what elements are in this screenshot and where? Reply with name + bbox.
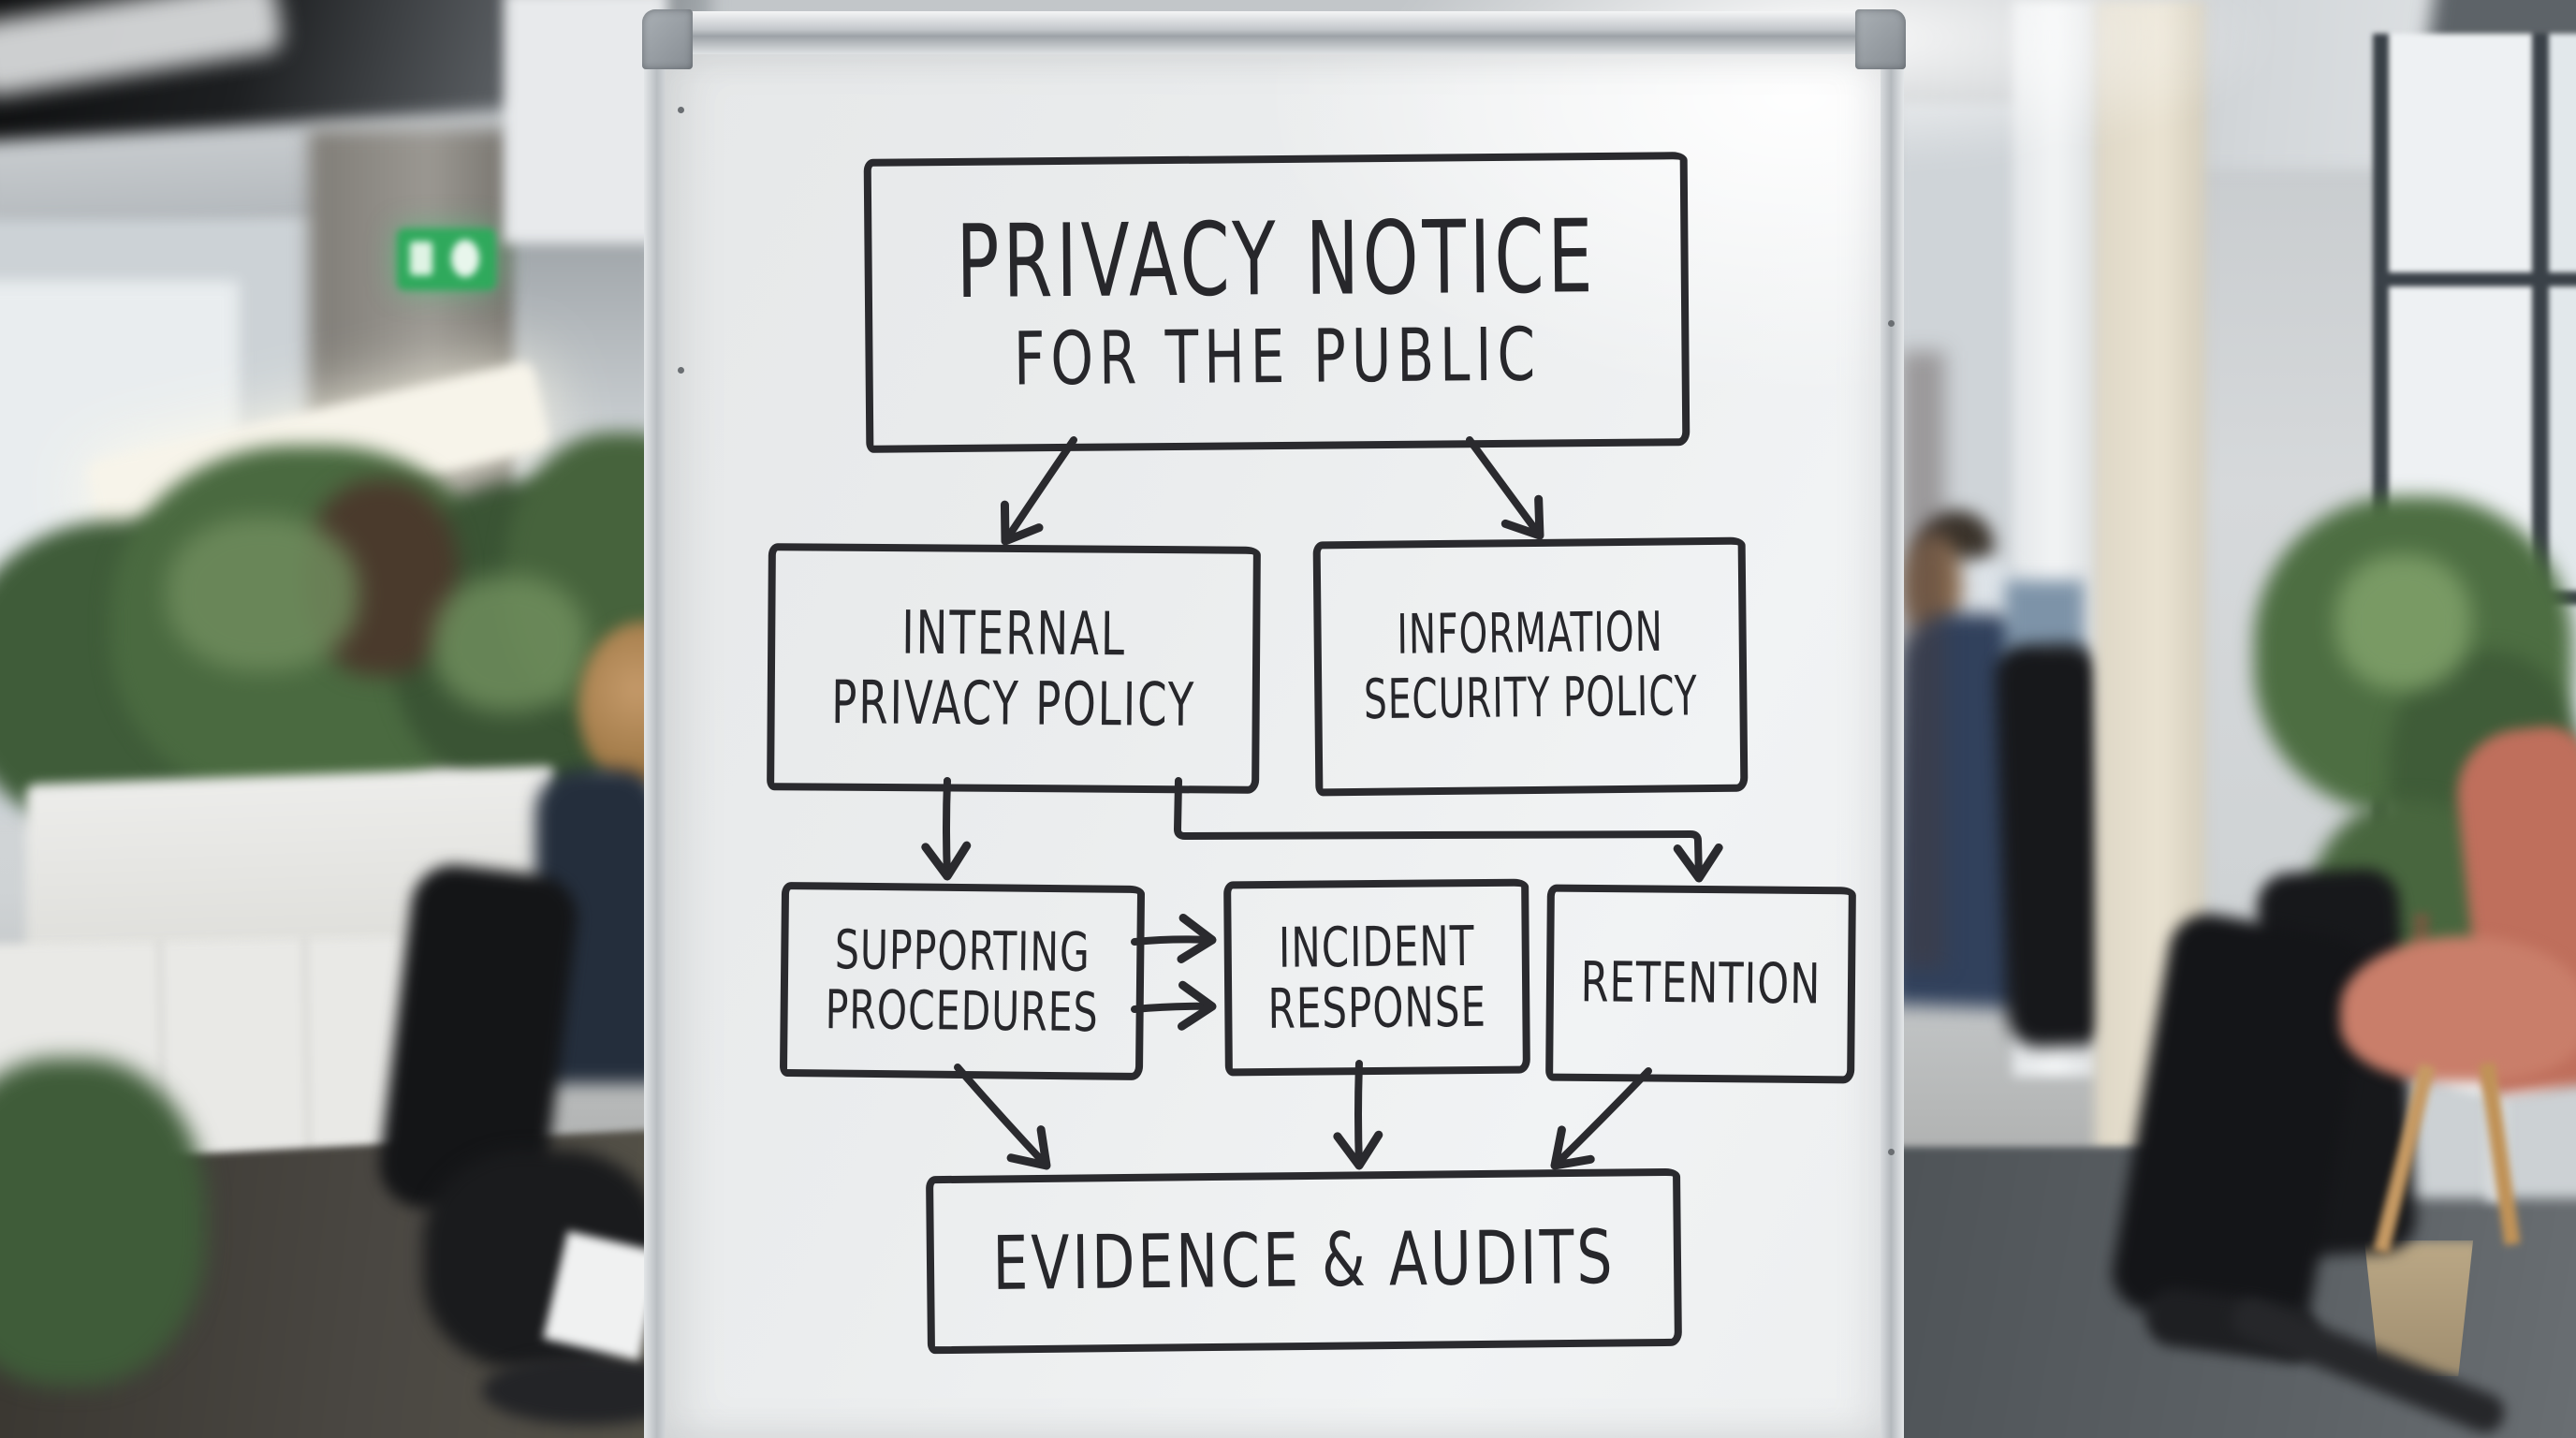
flowchart-node-incident-response: INCIDENT RESPONSE (1223, 878, 1530, 1077)
office-plant-corner (0, 1058, 206, 1386)
node-label-line: INTERNAL (901, 597, 1127, 669)
node-label-line: SUPPORTING (834, 917, 1091, 985)
whiteboard-corner-cap (1855, 9, 1906, 69)
node-label-line: PRIVACY NOTICE (956, 196, 1598, 321)
office-plant-highlight (432, 576, 587, 712)
tall-plant-highlight (2335, 554, 2471, 690)
whiteboard-frame-top (644, 11, 1904, 54)
flowchart-node-privacy-notice: PRIVACY NOTICE FOR THE PUBLIC (863, 152, 1690, 453)
node-label-line: RETENTION (1580, 950, 1822, 1018)
node-label-line: EVIDENCE & AUDITS (992, 1214, 1616, 1308)
exit-sign-glyph (451, 240, 479, 277)
node-label-line: SECURITY POLICY (1363, 665, 1699, 733)
exit-sign-glyph (410, 242, 432, 275)
flowchart-node-internal-privacy-policy: INTERNAL PRIVACY POLICY (767, 543, 1261, 794)
flowchart-node-retention: RETENTION (1545, 884, 1856, 1084)
whiteboard-corner-cap (642, 9, 693, 69)
node-label-line: RESPONSE (1267, 975, 1487, 1041)
flowchart-node-evidence-audits: EVIDENCE & AUDITS (926, 1167, 1682, 1355)
whiteboard-surface (666, 54, 1881, 1438)
emergency-exit-sign (397, 228, 496, 290)
whiteboard (642, 9, 1906, 1438)
frame-screw (1888, 1149, 1895, 1155)
node-label-line: INCIDENT (1278, 914, 1475, 980)
whiteboard-frame-right (1881, 49, 1904, 1438)
office-plant-highlight (167, 517, 359, 671)
whiteboard-frame-left (644, 49, 666, 1438)
salmon-lounge-chair-seat (2340, 936, 2576, 1081)
window-mullion (2373, 272, 2576, 286)
node-label-line: INFORMATION (1397, 601, 1664, 668)
frame-screw (678, 367, 684, 374)
whiteboard-shadow (1900, 351, 1945, 969)
frame-screw (678, 107, 684, 113)
flowchart-node-supporting-procedures: SUPPORTING PROCEDURES (779, 881, 1146, 1081)
bright-wall (504, 0, 667, 243)
node-label-line: FOR THE PUBLIC (1013, 311, 1542, 402)
flowchart-node-information-security-policy: INFORMATION SECURITY POLICY (1312, 536, 1749, 797)
frame-screw (1888, 320, 1895, 327)
node-label-line: PRIVACY POLICY (830, 667, 1196, 741)
node-label-line: PROCEDURES (825, 977, 1100, 1045)
